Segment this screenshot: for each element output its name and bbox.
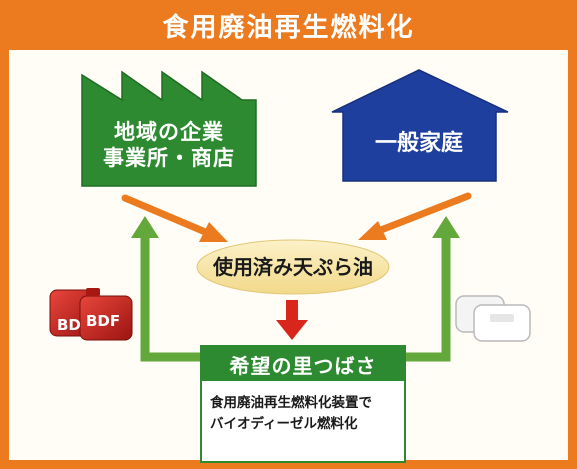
facility-box: 希望の里つばさ 食用廃油再生燃料化装置で バイオディーゼル燃料化 bbox=[200, 345, 406, 463]
arrow-fuel-to-house bbox=[406, 216, 460, 362]
bdf-back-label: BD bbox=[57, 316, 81, 334]
arrow-fuel-to-factory bbox=[131, 216, 200, 362]
facility-desc-line2: バイオディーゼル燃料化 bbox=[210, 415, 358, 432]
factory-label-line1: 地域の企業 bbox=[114, 119, 224, 144]
house-shape bbox=[331, 69, 509, 182]
house-label: 一般家庭 bbox=[374, 131, 463, 157]
bdf-front-label: BDF bbox=[86, 312, 120, 330]
diagram-title: 食用廃油再生燃料化 bbox=[0, 0, 577, 50]
facility-title: 希望の里つばさ bbox=[202, 347, 404, 381]
facility-desc-line1: 食用廃油再生燃料化装置で bbox=[210, 395, 372, 411]
empty-containers-icon bbox=[455, 295, 531, 342]
arrow-house-to-oil bbox=[358, 192, 472, 240]
bdf-containers-icon: BD BDF bbox=[49, 288, 133, 341]
oil-ellipse bbox=[196, 239, 390, 295]
factory-shape bbox=[81, 70, 257, 187]
arrow-factory-to-oil bbox=[121, 194, 228, 242]
facility-description: 食用廃油再生燃料化装置で バイオディーゼル燃料化 bbox=[202, 381, 404, 435]
factory-label-line2: 事業所・商店 bbox=[103, 146, 235, 170]
factory-label: 地域の企業 事業所・商店 bbox=[82, 112, 256, 178]
arrow-oil-to-facility bbox=[276, 300, 308, 340]
oil-label: 使用済み天ぷら油 bbox=[213, 254, 373, 279]
